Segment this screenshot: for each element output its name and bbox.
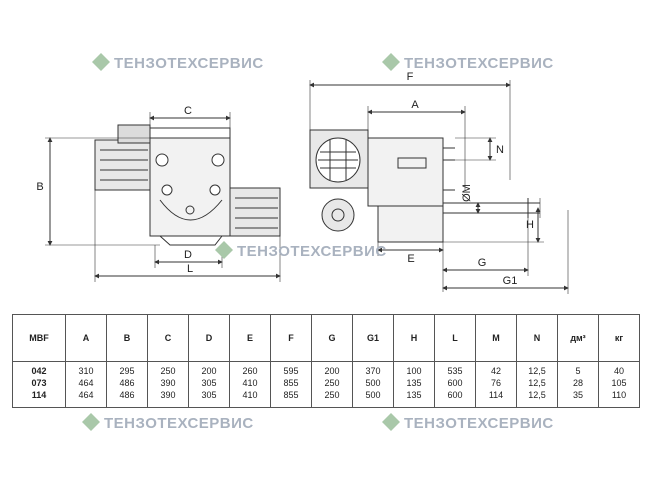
table-cell: 295 <box>106 361 148 377</box>
table-header-cell: A <box>65 314 107 362</box>
table-cell: 410 <box>229 389 271 408</box>
table-header-cell: C <box>147 314 189 362</box>
model-cell: 073 <box>12 377 66 389</box>
table-header-cell: E <box>229 314 271 362</box>
table-header-cell: N <box>516 314 558 362</box>
table-cell: 42 <box>475 361 517 377</box>
table-cell: 200 <box>188 361 230 377</box>
dim-label-g1: G1 <box>503 275 518 287</box>
table-cell: 114 <box>475 389 517 408</box>
table-cell: 250 <box>311 389 353 408</box>
watermark-text: ТЕНЗОТЕХСЕРВИС <box>404 415 554 432</box>
table-cell: 305 <box>188 389 230 408</box>
watermark-logo-icon <box>82 413 100 431</box>
watermark-text: ТЕНЗОТЕХСЕРВИС <box>114 55 264 72</box>
dim-label-f: F <box>407 71 414 83</box>
model-cell: 042 <box>12 361 66 377</box>
table-header-cell: G1 <box>352 314 394 362</box>
table-cell: 486 <box>106 389 148 408</box>
table-cell: 486 <box>106 377 148 389</box>
table-cell: 12,5 <box>516 361 558 377</box>
table-header-cell: D <box>188 314 230 362</box>
watermark-logo-icon <box>92 53 110 71</box>
table-cell: 600 <box>434 377 476 389</box>
table-header-cell: M <box>475 314 517 362</box>
watermark-top-left: ТЕНЗОТЕХСЕРВИС <box>92 53 264 72</box>
table-cell: 410 <box>229 377 271 389</box>
watermark-text: ТЕНЗОТЕХСЕРВИС <box>104 415 254 432</box>
table-cell: 595 <box>270 361 312 377</box>
table-header-cell: дм³ <box>557 314 599 362</box>
dim-label-l: L <box>187 263 193 275</box>
table-cell: 855 <box>270 377 312 389</box>
dim-label-h: H <box>526 219 534 231</box>
table-cell: 110 <box>598 389 640 408</box>
watermark-text: ТЕНЗОТЕХСЕРВИС <box>404 55 554 72</box>
table-cell: 370 <box>352 361 394 377</box>
watermark-text: ТЕНЗОТЕХСЕРВИС <box>237 243 387 260</box>
dim-label-b: B <box>36 181 43 193</box>
table-header-cell: B <box>106 314 148 362</box>
dim-label-a: A <box>411 99 419 111</box>
table-cell: 12,5 <box>516 389 558 408</box>
table-header-cell: G <box>311 314 353 362</box>
table-cell: 200 <box>311 361 353 377</box>
model-cell: 114 <box>12 389 66 408</box>
table-cell: 28 <box>557 377 599 389</box>
dim-label-m: ØM <box>461 184 473 202</box>
table-cell: 464 <box>65 389 107 408</box>
table-cell: 12,5 <box>516 377 558 389</box>
table-cell: 305 <box>188 377 230 389</box>
table-header-cell: кг <box>598 314 640 362</box>
watermark-top-right: ТЕНЗОТЕХСЕРВИС <box>382 53 554 72</box>
table-cell: 135 <box>393 377 435 389</box>
table-cell: 100 <box>393 361 435 377</box>
table-cell: 310 <box>65 361 107 377</box>
table-cell: 500 <box>352 389 394 408</box>
table-header-cell: L <box>434 314 476 362</box>
table-cell: 464 <box>65 377 107 389</box>
table-cell: 260 <box>229 361 271 377</box>
watermark-logo-icon <box>382 53 400 71</box>
front-view <box>45 112 281 282</box>
table-cell: 250 <box>147 361 189 377</box>
table-header-cell: H <box>393 314 435 362</box>
table-cell: 5 <box>557 361 599 377</box>
watermark-mid-left: ТЕНЗОТЕХСЕРВИС <box>215 241 387 260</box>
watermark-logo-icon <box>215 241 233 259</box>
table-cell: 135 <box>393 389 435 408</box>
dim-label-d: D <box>184 249 192 261</box>
table-cell: 500 <box>352 377 394 389</box>
table-cell: 105 <box>598 377 640 389</box>
dim-label-n: N <box>496 144 504 156</box>
table-cell: 76 <box>475 377 517 389</box>
table-cell: 855 <box>270 389 312 408</box>
dim-label-c: C <box>184 105 192 117</box>
table-cell: 535 <box>434 361 476 377</box>
technical-drawing: C B D L <box>36 53 569 294</box>
table-cell: 40 <box>598 361 640 377</box>
watermark-logo-icon <box>382 413 400 431</box>
table-cell: 250 <box>311 377 353 389</box>
table-header-cell: F <box>270 314 312 362</box>
table-cell: 600 <box>434 389 476 408</box>
side-view <box>309 80 569 294</box>
table-cell: 390 <box>147 389 189 408</box>
table-cell: 35 <box>557 389 599 408</box>
dim-label-e: E <box>407 253 414 265</box>
dim-label-g: G <box>478 257 487 269</box>
table-header-cell: MBF <box>12 314 66 362</box>
table-cell: 390 <box>147 377 189 389</box>
